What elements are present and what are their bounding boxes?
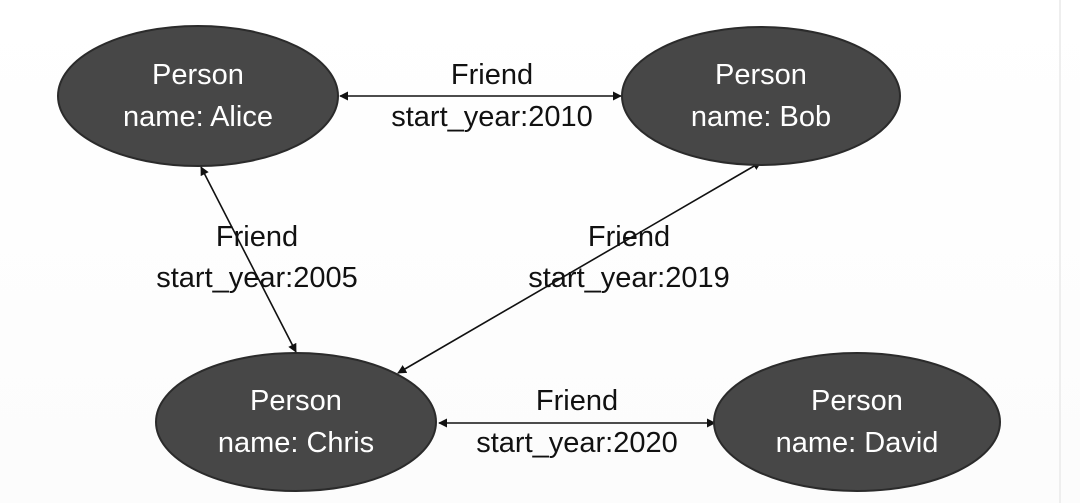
edge-label-bob-chris-detail: start_year:2019	[528, 262, 730, 294]
node-alice-type: Person	[152, 59, 244, 91]
node-alice-name: name: Alice	[123, 101, 273, 133]
node-bob-name: name: Bob	[691, 101, 831, 133]
node-chris-shape	[155, 352, 437, 492]
edge-label-alice-chris-type: Friend	[216, 221, 298, 253]
node-david-type: Person	[811, 385, 903, 417]
edge-label-chris-david-type: Friend	[536, 385, 618, 417]
node-alice: Person name: Alice	[57, 25, 339, 167]
edge-label-bob-chris: Friend start_year:2019	[528, 221, 730, 294]
edge-bob-chris	[397, 161, 762, 374]
edge-label-chris-david: Friend start_year:2020	[476, 385, 678, 459]
edge-alice-chris	[200, 166, 297, 353]
node-bob-type: Person	[715, 59, 807, 91]
edge-label-chris-david-detail: start_year:2020	[476, 427, 678, 459]
node-alice-shape	[57, 25, 339, 167]
edge-line-bob-chris	[397, 161, 762, 374]
edge-label-alice-bob-type: Friend	[451, 59, 533, 91]
node-david-shape	[713, 352, 1001, 492]
edge-line-alice-chris	[200, 166, 297, 353]
node-bob: Person name: Bob	[621, 26, 901, 166]
edge-label-alice-bob: Friend start_year:2010	[391, 59, 593, 133]
edge-label-alice-bob-detail: start_year:2010	[391, 101, 593, 133]
node-david: Person name: David	[713, 352, 1001, 492]
node-david-name: name: David	[776, 427, 939, 459]
node-chris: Person name: Chris	[155, 352, 437, 492]
edge-label-bob-chris-type: Friend	[588, 221, 670, 253]
edge-label-alice-chris-detail: start_year:2005	[156, 262, 358, 294]
node-chris-name: name: Chris	[218, 427, 374, 459]
node-bob-shape	[621, 26, 901, 166]
edge-label-alice-chris: Friend start_year:2005	[156, 221, 358, 294]
node-chris-type: Person	[250, 385, 342, 417]
